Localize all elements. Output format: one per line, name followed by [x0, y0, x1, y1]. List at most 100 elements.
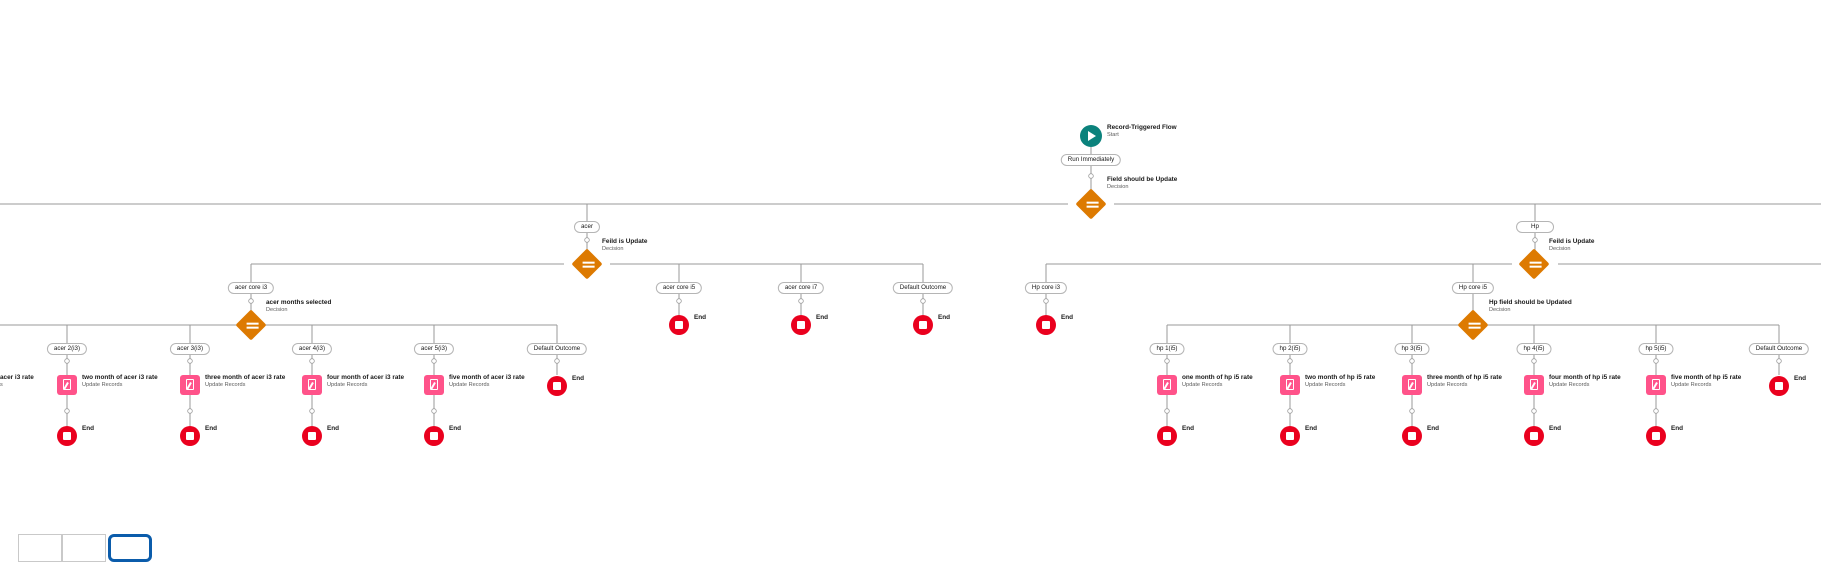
end-icon[interactable]	[547, 376, 567, 396]
outcome-acer-core-i5[interactable]: acer core i5	[655, 282, 703, 294]
acer-months-decision-title: acer months selected	[266, 299, 332, 306]
outcome-hp-5-i5[interactable]: hp 5(i5)	[1638, 343, 1674, 355]
outcome-acer-3-i3[interactable]: acer 3(i3)	[169, 343, 211, 355]
update-label: four month of acer i3 rate Update Record…	[327, 374, 404, 389]
acer-decision-subtitle: Decision	[602, 246, 624, 252]
root-decision-title: Field should be Update	[1107, 176, 1178, 183]
end-icon[interactable]	[1769, 376, 1789, 396]
zoom-in-button[interactable]	[62, 534, 106, 562]
cut-off-update-title: acer i3 rate	[0, 374, 34, 381]
update-subtitle: Update Records	[1671, 382, 1712, 388]
end-label: End	[1427, 425, 1440, 432]
connector-dot	[1531, 358, 1537, 364]
outcome-hp-core-i3[interactable]: Hp core i3	[1024, 282, 1068, 294]
update-records-icon[interactable]	[302, 375, 322, 395]
outcome-hp-pill[interactable]: Hp	[1516, 221, 1554, 233]
update-label: three month of acer i3 rate Update Recor…	[205, 374, 285, 389]
outcome-acer-4-i3[interactable]: acer 4(i3)	[291, 343, 333, 355]
update-records-icon[interactable]	[180, 375, 200, 395]
connector-dot	[1532, 237, 1538, 243]
outcome-hp-4-i5[interactable]: hp 4(i5)	[1516, 343, 1552, 355]
end-label: End	[449, 425, 462, 432]
outcome-acer-core-i7[interactable]: acer core i7	[777, 282, 825, 294]
end-icon[interactable]	[1036, 315, 1056, 335]
connector-dot	[1653, 408, 1659, 414]
fit-view-button[interactable]	[108, 534, 152, 562]
update-subtitle: Update Records	[1182, 382, 1223, 388]
update-records-icon[interactable]	[57, 375, 77, 395]
update-records-icon[interactable]	[1157, 375, 1177, 395]
update-records-icon[interactable]	[1402, 375, 1422, 395]
connector-dot	[309, 358, 315, 364]
outcome-hp-2-i5[interactable]: hp 2(i5)	[1272, 343, 1308, 355]
connector-dot	[1409, 358, 1415, 364]
update-records-icon[interactable]	[1646, 375, 1666, 395]
hp-months-decision-subtitle: Decision	[1489, 307, 1511, 313]
update-subtitle: Update Records	[1549, 382, 1590, 388]
outcome-acer-5-i3[interactable]: acer 5(i3)	[413, 343, 455, 355]
update-records-icon[interactable]	[1280, 375, 1300, 395]
update-subtitle: Update Records	[1427, 382, 1468, 388]
connector-dot	[1164, 358, 1170, 364]
end-label: End	[1182, 425, 1195, 432]
acer-months-decision-subtitle: Decision	[266, 307, 288, 313]
start-subtitle: Start	[1107, 132, 1119, 138]
outcome-acer-pill[interactable]: acer	[573, 221, 601, 233]
end-icon[interactable]	[180, 426, 200, 446]
end-icon[interactable]	[1524, 426, 1544, 446]
hp-decision-subtitle: Decision	[1549, 246, 1571, 252]
connector-dot	[187, 358, 193, 364]
canvas-view-controls	[18, 534, 158, 564]
end-icon[interactable]	[302, 426, 322, 446]
end-label: End	[1671, 425, 1684, 432]
connector-dot	[1776, 358, 1782, 364]
end-icon[interactable]	[913, 315, 933, 335]
connector-dot	[309, 408, 315, 414]
connector-dot	[431, 408, 437, 414]
acer-decision-label: Feild is Update Decision	[602, 238, 647, 253]
outcome-hp-1-i5[interactable]: hp 1(i5)	[1149, 343, 1185, 355]
end-label: End	[327, 425, 340, 432]
update-records-icon[interactable]	[424, 375, 444, 395]
end-label: End	[1305, 425, 1318, 432]
end-icon[interactable]	[1157, 426, 1177, 446]
connector-dot	[798, 298, 804, 304]
end-icon[interactable]	[57, 426, 77, 446]
end-icon[interactable]	[424, 426, 444, 446]
connector-dot	[187, 408, 193, 414]
end-icon[interactable]	[1402, 426, 1422, 446]
update-records-icon[interactable]	[1524, 375, 1544, 395]
run-immediately-pill[interactable]: Run Immediately	[1060, 154, 1122, 166]
connector-dot	[1531, 408, 1537, 414]
update-label: five month of hp i5 rate Update Records	[1671, 374, 1741, 389]
connector-dot	[1653, 358, 1659, 364]
connector-dot	[64, 358, 70, 364]
connector-dot	[64, 408, 70, 414]
update-title: three month of acer i3 rate	[205, 374, 286, 381]
connector-dot	[248, 298, 254, 304]
outcome-hp-i5-default[interactable]: Default Outcome	[1748, 343, 1810, 355]
update-label: three month of hp i5 rate Update Records	[1427, 374, 1502, 389]
update-label: four month of hp i5 rate Update Records	[1549, 374, 1621, 389]
connector-dot	[1043, 298, 1049, 304]
start-icon[interactable]	[1080, 125, 1102, 147]
end-label: End	[205, 425, 218, 432]
outcome-hp-3-i5[interactable]: hp 3(i5)	[1394, 343, 1430, 355]
end-label: End	[694, 314, 707, 321]
cut-off-update-subtitle: s	[0, 382, 3, 388]
update-title: four month of hp i5 rate	[1549, 374, 1621, 381]
connector-dot	[1409, 408, 1415, 414]
outcome-acer-2-i3[interactable]: acer 2(i3)	[46, 343, 88, 355]
outcome-hp-core-i5[interactable]: Hp core i5	[1451, 282, 1495, 294]
end-icon[interactable]	[669, 315, 689, 335]
end-icon[interactable]	[1280, 426, 1300, 446]
outcome-acer-i3-default[interactable]: Default Outcome	[526, 343, 588, 355]
zoom-out-button[interactable]	[18, 534, 62, 562]
end-icon[interactable]	[1646, 426, 1666, 446]
update-title: one month of hp i5 rate	[1182, 374, 1253, 381]
outcome-acer-core-i3[interactable]: acer core i3	[227, 282, 275, 294]
connector-dot	[584, 237, 590, 243]
end-icon[interactable]	[791, 315, 811, 335]
connector-dot	[554, 358, 560, 364]
outcome-acer-default[interactable]: Default Outcome	[892, 282, 954, 294]
